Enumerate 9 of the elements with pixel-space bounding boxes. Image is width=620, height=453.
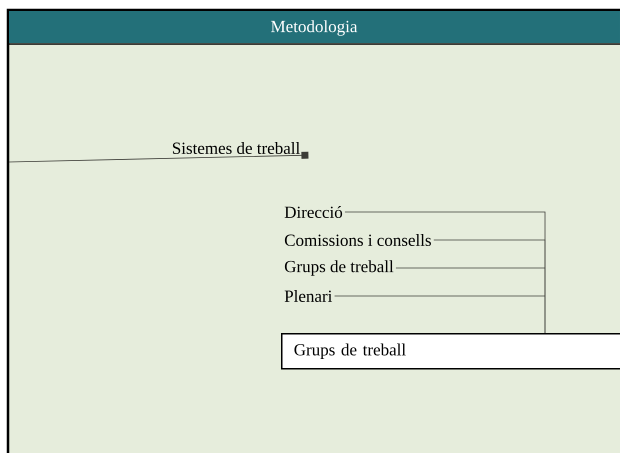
selected-box: Grups de treball [281, 333, 620, 370]
item-label: Grups de treball [284, 260, 394, 276]
item-label: Comissions i consells [284, 234, 431, 246]
pointer-line [8, 152, 308, 162]
item-label: Direcció [284, 206, 342, 218]
connector-line [334, 296, 546, 334]
heading-label: Sistemes de treball [172, 142, 300, 154]
item-label: Plenari [284, 290, 332, 302]
header-bar: Metodologia [8, 11, 620, 45]
